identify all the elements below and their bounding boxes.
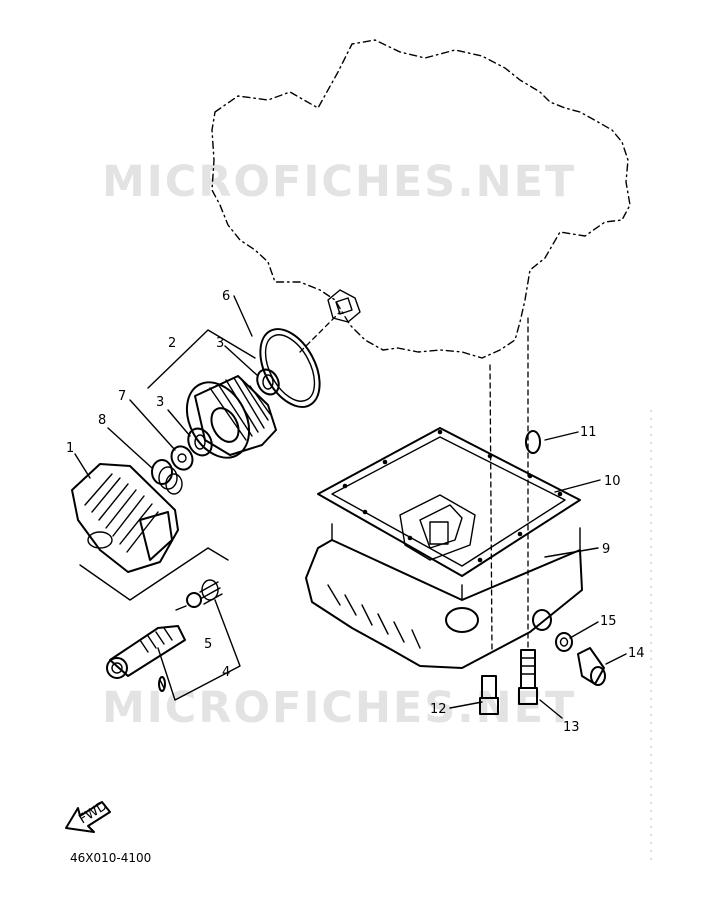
washer-upper: [256, 368, 280, 396]
callout-13: 13: [563, 720, 580, 735]
leader-11: [544, 431, 579, 441]
dowel: [525, 430, 541, 454]
union-bolt: [151, 459, 183, 495]
leader-13: [539, 699, 563, 719]
callout-8: 8: [98, 413, 106, 428]
o-ring-small-edge: [175, 605, 187, 611]
leader-15: [569, 621, 599, 639]
callout-10: 10: [604, 474, 621, 489]
leader-10: [554, 479, 601, 493]
callout-12: 12: [430, 702, 447, 717]
callout-14: 14: [628, 646, 645, 661]
watermark-top: MICROFICHES.NET: [102, 157, 576, 207]
leader-bracket-4: [157, 599, 241, 701]
leader-12: [449, 701, 483, 709]
callout-2: 2: [168, 336, 176, 351]
leader-bracket-2: [147, 329, 256, 389]
watermark-bottom: MICROFICHES.NET: [102, 683, 576, 733]
dowel-pin: [159, 679, 165, 689]
callout-9: 9: [602, 542, 610, 557]
leader-3b: [167, 409, 191, 437]
washer-lower: [187, 427, 213, 457]
pan-bolt-short: [479, 675, 499, 715]
relief-spring: [199, 579, 223, 605]
leader-14: [605, 653, 627, 665]
leader-3a: [224, 345, 259, 377]
oil-pan: [305, 494, 583, 669]
pan-bolt-long: [518, 649, 538, 705]
callout-3-lower: 3: [156, 395, 164, 410]
leader-oring: [299, 311, 341, 353]
callout-3-upper: 3: [216, 336, 224, 351]
nut: [170, 445, 194, 471]
callout-6: 6: [222, 289, 230, 304]
drain-washer: [555, 632, 573, 652]
callout-11: 11: [580, 425, 597, 440]
drain-plug: [577, 647, 606, 686]
callout-15: 15: [600, 614, 617, 629]
leader-crankcase-left: [489, 364, 493, 651]
leader-bracket-filter: [79, 547, 229, 601]
callout-7: 7: [118, 389, 126, 404]
leader-6: [233, 295, 253, 337]
callout-5: 5: [204, 637, 212, 652]
callout-4: 4: [222, 665, 230, 680]
crankcase-boss-inner: [335, 297, 353, 315]
o-ring-small: [186, 592, 202, 608]
leader-9: [544, 547, 599, 558]
leader-8: [107, 427, 153, 469]
drawing-code: 46X010-4100: [70, 851, 151, 865]
callout-1: 1: [66, 441, 74, 456]
oil-cooler: [185, 375, 277, 459]
pan-gasket: [317, 427, 581, 577]
leader-1: [74, 453, 91, 479]
dowel-pin-body: [158, 676, 166, 692]
fwd-arrow-icon: FWD: [65, 799, 111, 833]
filter-bolt: [106, 625, 186, 679]
leader-7: [129, 399, 176, 451]
oil-filter: [71, 463, 179, 573]
crankcase-boss: [327, 289, 361, 323]
